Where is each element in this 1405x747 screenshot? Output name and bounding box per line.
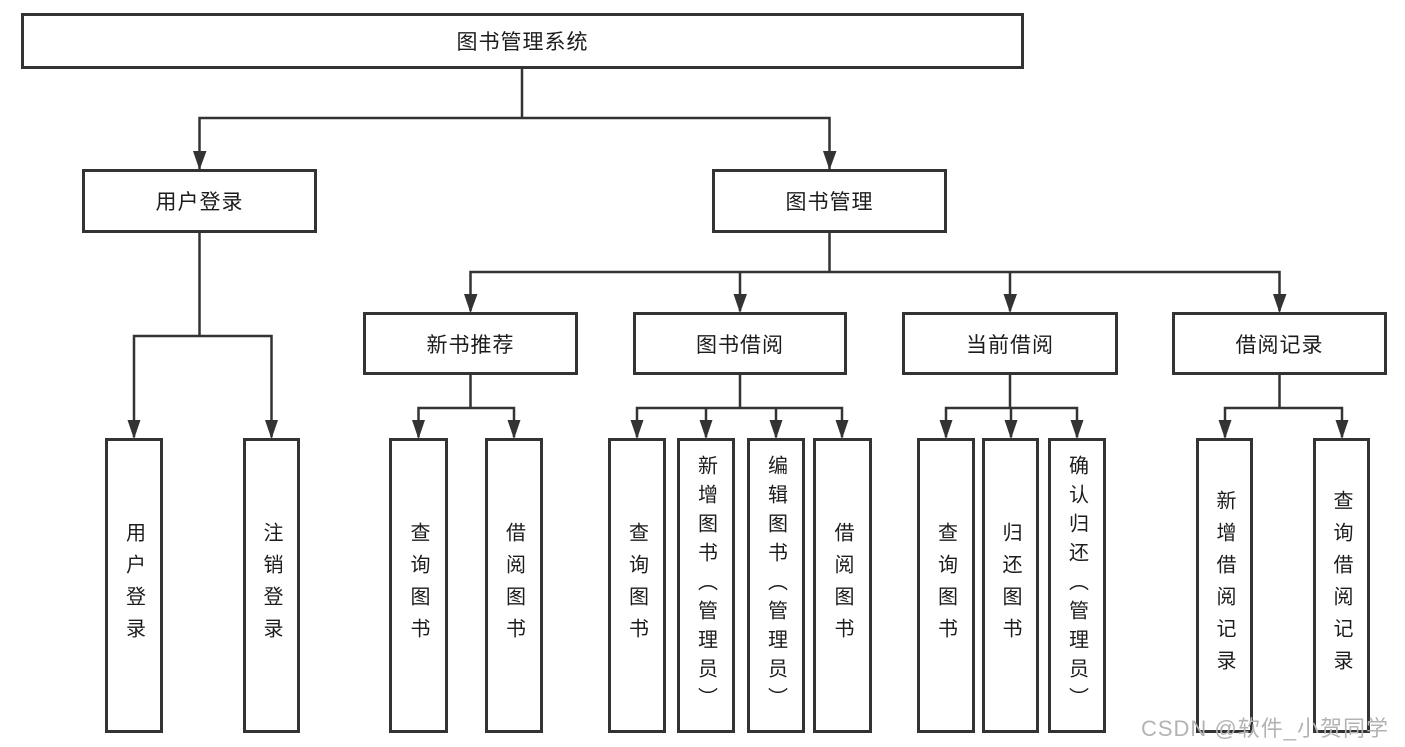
node-new-book-recommend-label: 新书推荐: [426, 333, 515, 357]
leaf-borrow-book-label: 借阅图书: [831, 521, 853, 650]
node-current-borrowing-label: 当前借阅: [966, 333, 1054, 357]
node-root-system: 图书管理系统: [21, 13, 1024, 69]
leaf-query-borrow-record-label: 查询借阅记录: [1330, 489, 1352, 682]
tree-edges: [132, 67, 1344, 438]
leaf-borrowing-query-book-label: 查询图书: [625, 521, 648, 650]
leaf-recommend-query-book-label: 查询图书: [407, 521, 429, 650]
node-borrowing-records-label: 借阅记录: [1235, 333, 1324, 357]
node-book-management: 图书管理: [712, 169, 947, 233]
leaf-borrow-book: 借阅图书: [813, 438, 872, 733]
node-user-login: 用户登录: [82, 169, 317, 233]
leaf-borrowing-query-book: 查询图书: [608, 438, 666, 733]
node-book-borrowing-label: 图书借阅: [696, 333, 784, 357]
leaf-add-book-admin-label: 新增图书（管理员）: [694, 455, 717, 716]
node-user-login-label: 用户登录: [155, 191, 244, 214]
leaf-user-login: 用户登录: [105, 438, 163, 733]
leaf-add-borrow-record: 新增借阅记录: [1196, 438, 1253, 733]
node-book-borrowing: 图书借阅: [633, 312, 847, 375]
node-book-management-label: 图书管理: [785, 191, 874, 214]
leaf-logout: 注销登录: [243, 438, 300, 733]
leaf-add-borrow-record-label: 新增借阅记录: [1213, 489, 1235, 682]
leaf-current-query-book-label: 查询图书: [934, 521, 957, 650]
node-root-system-label: 图书管理系统: [456, 31, 589, 54]
leaf-recommend-borrow-book-label: 借阅图书: [502, 521, 525, 650]
leaf-recommend-query-book: 查询图书: [389, 438, 448, 733]
node-current-borrowing: 当前借阅: [902, 312, 1118, 375]
leaf-confirm-return-admin: 确认归还（管理员）: [1048, 438, 1106, 733]
leaf-return-book: 归还图书: [982, 438, 1039, 733]
node-new-book-recommend: 新书推荐: [363, 312, 578, 375]
leaf-query-borrow-record: 查询借阅记录: [1313, 438, 1370, 733]
leaf-edit-book-admin-label: 编辑图书（管理员）: [764, 455, 787, 716]
leaf-confirm-return-admin-label: 确认归还（管理员）: [1065, 455, 1088, 716]
leaf-user-login-label: 用户登录: [122, 521, 145, 650]
leaf-add-book-admin: 新增图书（管理员）: [677, 438, 735, 733]
leaf-logout-label: 注销登录: [260, 521, 282, 650]
leaf-return-book-label: 归还图书: [999, 521, 1021, 650]
node-borrowing-records: 借阅记录: [1172, 312, 1387, 375]
arrowheads: [127, 151, 1349, 439]
leaf-recommend-borrow-book: 借阅图书: [485, 438, 543, 733]
leaf-edit-book-admin: 编辑图书（管理员）: [747, 438, 805, 733]
csdn-watermark: CSDN @软件_小贺同学: [1140, 716, 1389, 741]
leaf-current-query-book: 查询图书: [917, 438, 975, 733]
